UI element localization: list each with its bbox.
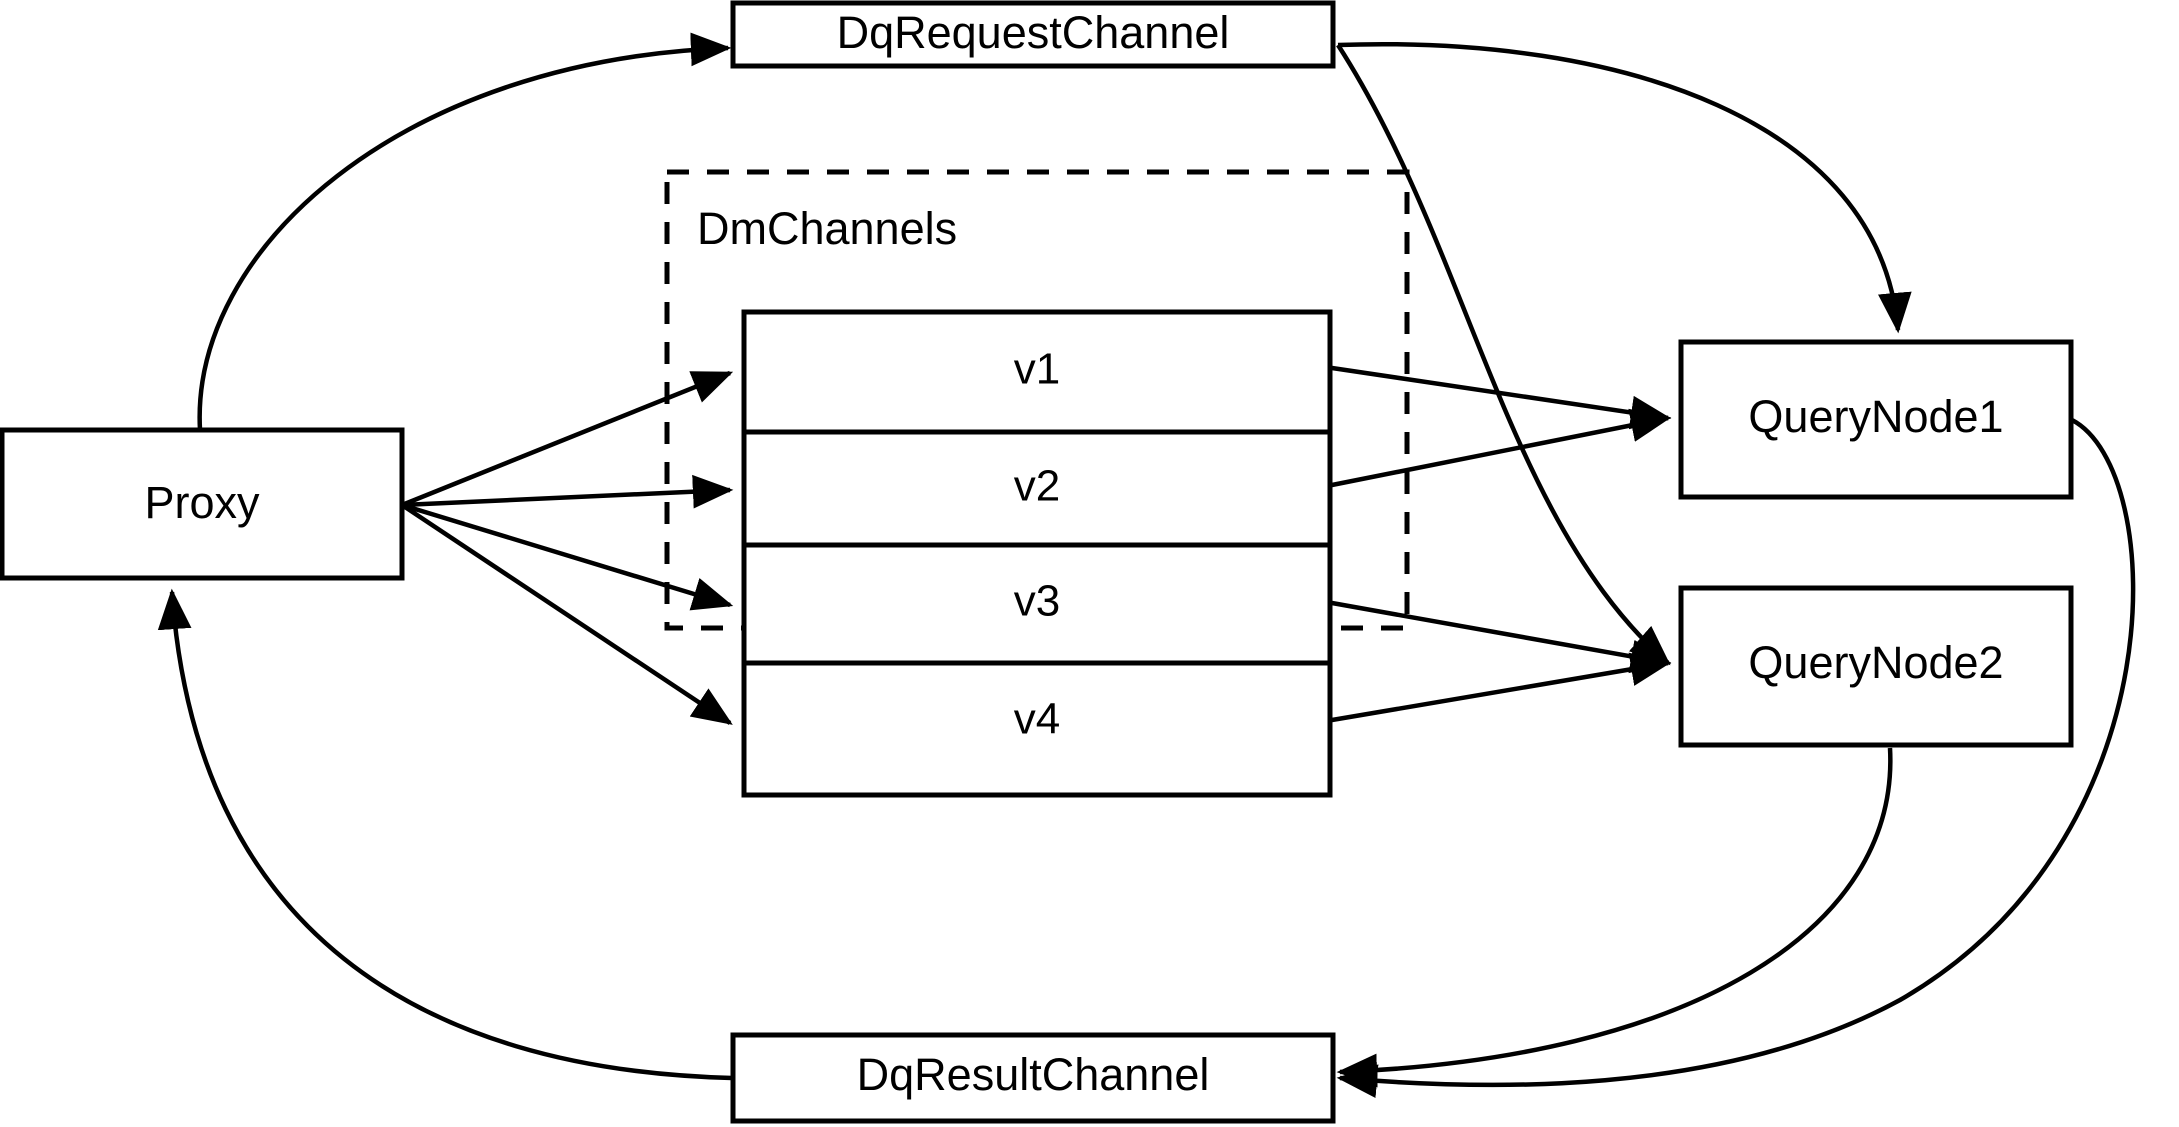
dq-request-channel-box[interactable] [730,0,1336,69]
edge-dqrequestchannel-to-querynode2 [1336,43,1671,666]
edge-querynode1-to-dqresultchannel [1336,418,2136,1098]
dm-channels-group: DmChannels [664,169,1410,631]
shard-stack-border [741,309,1333,798]
dq-result-channel-box[interactable] [730,1032,1336,1124]
edge-layer [157,32,2136,1098]
dq-result-channel-label: DqResultChannel [857,1049,1210,1100]
node-dq-result-channel[interactable]: DqResultChannel [730,1032,1336,1124]
query-node-2-box[interactable] [1678,585,2074,748]
node-query-node-1[interactable]: QueryNode1 [1678,339,2074,500]
shard-item-v4[interactable]: v4 [1014,695,1060,744]
shard-item-v1[interactable]: v1 [1014,345,1060,394]
dm-channels-group-label: DmChannels [697,203,957,254]
node-query-node-2[interactable]: QueryNode2 [1678,585,2074,748]
edge-v3-to-querynode2 [1331,600,1672,674]
shard-stack: v1 v2 v3 v4 [741,309,1333,798]
edge-proxy-to-dqrequestchannel [197,32,732,431]
proxy-label: Proxy [144,477,260,528]
edge-proxy-to-v3 [401,502,734,611]
query-node-2-label: QueryNode2 [1748,637,2003,688]
proxy-box[interactable] [0,427,405,581]
edge-v4-to-querynode2 [1331,652,1672,723]
edge-proxy-to-v1 [401,370,734,508]
shard-item-v3[interactable]: v3 [1014,577,1060,626]
edge-dqresultchannel-to-proxy [157,588,733,1081]
query-node-1-box[interactable] [1678,339,2074,500]
edge-proxy-to-v2 [401,474,734,509]
edge-v1-to-querynode1 [1331,365,1672,430]
dq-request-channel-label: DqRequestChannel [837,7,1230,58]
edge-dqrequestchannel-to-querynode1 [1337,42,1912,334]
edge-querynode2-to-dqresultchannel [1336,747,1893,1088]
edge-proxy-to-v4 [400,503,733,725]
edge-v2-to-querynode1 [1331,408,1672,488]
query-node-1-label: QueryNode1 [1748,391,2003,442]
node-proxy[interactable]: Proxy [0,427,405,581]
node-dq-request-channel[interactable]: DqRequestChannel [730,0,1336,69]
shard-item-v2[interactable]: v2 [1014,462,1060,511]
